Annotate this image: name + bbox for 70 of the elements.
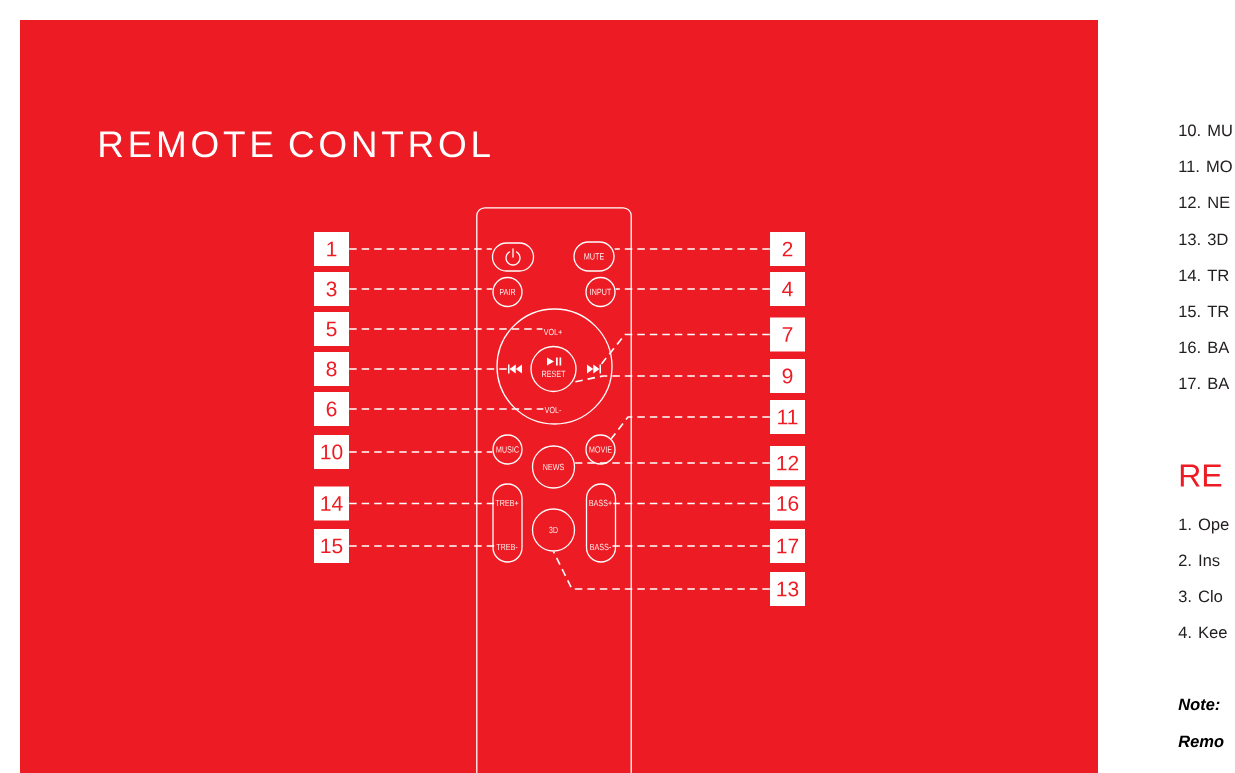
callout-number: 17 [770, 529, 805, 563]
remote-button: PAIR [492, 276, 523, 308]
skip-forward-icon [587, 364, 601, 374]
note-text: Remo [1178, 735, 1224, 748]
remote-button: NEWS [531, 445, 576, 489]
callout-number: 5 [314, 312, 349, 346]
list-item: 17. BA [1179, 377, 1230, 389]
leader-line [600, 333, 771, 366]
list-item: 13. 3D [1179, 233, 1228, 246]
leader-line [574, 462, 771, 464]
list-item: 2. Ins [1179, 554, 1220, 567]
remote-button: 3D [531, 508, 576, 552]
callout-number: 3 [314, 272, 349, 306]
callout-number: 15 [314, 529, 349, 563]
callout-number: 12 [770, 446, 805, 480]
leader-line [612, 502, 771, 505]
list-item: 4. Kee [1178, 626, 1227, 639]
callout-number: 11 [770, 400, 805, 434]
callout-number: 4 [770, 272, 805, 306]
list-item: 16. BA [1179, 341, 1230, 354]
callout-number: 13 [770, 572, 805, 606]
remote-outline [476, 207, 632, 773]
list-item: 10. MU [1179, 124, 1232, 137]
remote-button: MUTE [573, 241, 615, 272]
title: REMOTE CONTROL [100, 131, 490, 158]
callout-number: 2 [770, 232, 805, 266]
callout-number: 8 [314, 352, 349, 386]
callout-number: 14 [314, 486, 349, 521]
list-item: 11. MO [1179, 160, 1232, 173]
navigation-ring [496, 308, 613, 425]
remote-button: MOVIE [585, 434, 616, 465]
button-label: VOL+ [543, 328, 562, 336]
remote-button: INPUT [585, 276, 616, 308]
leader-line [348, 288, 494, 290]
callout-number: 9 [770, 359, 805, 393]
rocker-button [585, 483, 617, 563]
callout-number: 7 [770, 317, 805, 352]
skip-back-icon [508, 364, 522, 374]
leader-line [614, 288, 771, 290]
list-item: 3. Clo [1178, 590, 1223, 603]
leader-line [348, 451, 494, 453]
leader-line [610, 416, 771, 440]
leader-line [348, 502, 495, 505]
button-label: BASS- [590, 543, 611, 551]
list-item: 12. NE [1179, 196, 1230, 208]
callout-number: 10 [314, 435, 349, 469]
list-item: 14. TR [1179, 269, 1229, 281]
leader-line [348, 248, 493, 250]
power-button [491, 242, 535, 272]
callout-number: 1 [314, 232, 349, 266]
button-label: BASS+ [589, 499, 612, 507]
note-text: Note: [1178, 698, 1220, 711]
section-heading: RE [1180, 464, 1222, 487]
leader-line [348, 545, 496, 547]
leader-line [348, 368, 509, 370]
leader-line [613, 248, 771, 250]
button-label: TREB- [496, 543, 518, 551]
remote-button: RESET [530, 345, 577, 393]
button-label: TREB+ [495, 499, 519, 507]
leader-line [348, 408, 545, 410]
callout-number: 16 [770, 486, 805, 521]
leader-line [552, 550, 771, 590]
list-item: 15. TR [1179, 305, 1229, 318]
remote-button: MUSIC [492, 434, 523, 465]
leader-line [611, 545, 771, 547]
rocker-button [492, 483, 523, 563]
button-label: VOL- [544, 406, 562, 414]
list-item: 1. Ope [1179, 518, 1229, 534]
leader-line [348, 328, 544, 330]
callout-number: 6 [314, 392, 349, 426]
